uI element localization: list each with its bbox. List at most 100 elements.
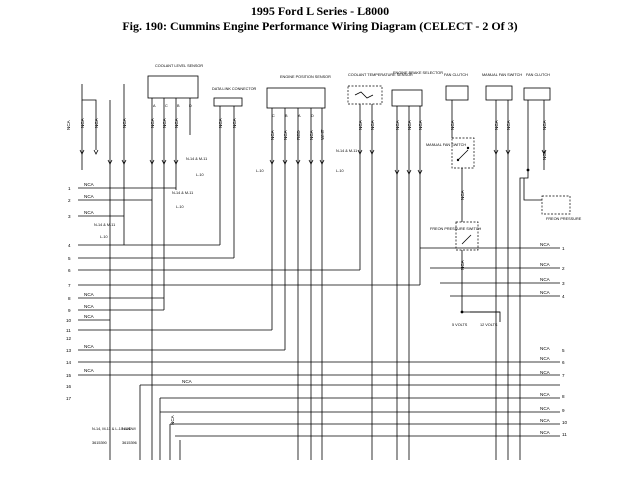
svg-text:NCA: NCA [270, 129, 275, 140]
svg-text:NCA: NCA [84, 304, 95, 309]
data-link-connector: DATA LINK CONNECTOR [212, 87, 257, 107]
svg-text:NCA: NCA [450, 119, 455, 130]
svg-text:3615396: 3615396 [122, 441, 137, 445]
svg-text:NCA: NCA [66, 119, 71, 130]
svg-text:C: C [272, 114, 275, 118]
svg-text:L-10: L-10 [100, 235, 108, 239]
svg-text:16: 16 [66, 384, 72, 389]
svg-text:FAN CLUTCH: FAN CLUTCH [526, 73, 550, 77]
svg-text:NCA: NCA [540, 430, 551, 435]
svg-text:NCA: NCA [170, 414, 175, 425]
svg-text:NCA: NCA [218, 117, 223, 128]
svg-text:A: A [153, 104, 156, 108]
svg-text:9: 9 [562, 408, 565, 413]
svg-text:6: 6 [562, 360, 565, 365]
svg-text:5: 5 [562, 348, 565, 353]
svg-text:NCA: NCA [540, 370, 551, 375]
svg-text:N-14 & M-11: N-14 & M-11 [172, 191, 193, 195]
svg-text:NCA: NCA [540, 406, 551, 411]
svg-text:N-14 & M-11: N-14 & M-11 [336, 149, 357, 153]
svg-text:NCA: NCA [94, 117, 99, 128]
svg-text:5 VOLTS: 5 VOLTS [452, 323, 468, 327]
svg-text:12: 12 [66, 336, 72, 341]
svg-text:1: 1 [68, 186, 71, 191]
svg-text:NCA: NCA [122, 117, 127, 128]
svg-text:5: 5 [68, 256, 71, 261]
svg-text:NCA: NCA [309, 129, 314, 140]
svg-text:4: 4 [68, 243, 71, 248]
svg-text:N-14 & M-11: N-14 & M-11 [186, 157, 207, 161]
svg-text:3: 3 [68, 214, 71, 219]
svg-text:DATA LINK CONNECTOR: DATA LINK CONNECTOR [212, 87, 257, 91]
svg-text:B: B [177, 104, 180, 108]
engine-position-sensor: ENGINE POSITION SENSOR C B A D [266, 75, 331, 118]
svg-text:COOLANT TEMPERATURE SENSOR: COOLANT TEMPERATURE SENSOR [348, 73, 413, 77]
svg-text:NCA: NCA [542, 119, 547, 130]
svg-text:8: 8 [562, 394, 565, 399]
svg-text:FAN CLUTCH: FAN CLUTCH [444, 73, 468, 77]
svg-text:L-10: L-10 [336, 169, 344, 173]
svg-text:NCA: NCA [494, 119, 499, 130]
svg-text:10: 10 [66, 318, 72, 323]
svg-text:NCA: NCA [84, 344, 95, 349]
svg-text:NCA: NCA [542, 149, 547, 160]
svg-text:NCA: NCA [358, 119, 363, 130]
svg-text:NCA: NCA [150, 117, 155, 128]
svg-text:NCA: NCA [540, 392, 551, 397]
svg-text:12 VOLTS: 12 VOLTS [480, 323, 498, 327]
svg-text:NCA: NCA [506, 119, 511, 130]
svg-text:4: 4 [562, 294, 565, 299]
svg-text:NCA: NCA [370, 119, 375, 130]
svg-text:NCA: NCA [84, 314, 95, 319]
svg-text:NCA: NCA [418, 119, 423, 130]
svg-text:NCA: NCA [80, 117, 85, 128]
svg-text:13: 13 [66, 348, 72, 353]
svg-text:2: 2 [562, 266, 565, 271]
svg-text:11: 11 [562, 432, 567, 437]
svg-text:NCA: NCA [84, 210, 95, 215]
svg-text:RED: RED [296, 130, 301, 140]
svg-text:N-14, M-11 & L-10 W/D: N-14, M-11 & L-10 W/D [92, 427, 132, 431]
svg-text:NCA: NCA [182, 379, 193, 384]
svg-text:15: 15 [66, 373, 72, 378]
svg-text:A: A [298, 114, 301, 118]
svg-text:NCA: NCA [540, 242, 551, 247]
svg-text:6: 6 [68, 268, 71, 273]
svg-text:ENGINE BRAKE SELECTOR: ENGINE BRAKE SELECTOR [393, 71, 443, 75]
freon-pressure-switch: FREON PRESSURE SWITCH [430, 221, 482, 251]
svg-text:10: 10 [562, 420, 568, 425]
svg-text:17: 17 [66, 396, 72, 401]
svg-text:NCA: NCA [540, 346, 551, 351]
svg-text:NCA: NCA [283, 129, 288, 140]
svg-text:11: 11 [66, 328, 71, 333]
svg-text:C: C [165, 104, 168, 108]
svg-text:N-14 & M-11: N-14 & M-11 [94, 223, 115, 227]
svg-text:N-14 W/: N-14 W/ [122, 427, 137, 431]
fan-clutch-right: FAN CLUTCH [523, 73, 551, 101]
svg-text:NCA: NCA [174, 117, 179, 128]
svg-text:NCA: NCA [407, 119, 412, 130]
svg-text:1: 1 [562, 246, 565, 251]
svg-text:WHT: WHT [320, 129, 325, 140]
coolant-level-sensor: COOLANT LEVEL SENSOR A C B D [147, 64, 203, 108]
svg-text:3: 3 [562, 281, 565, 286]
diagram-title: 1995 Ford L Series - L8000 [250, 4, 390, 18]
diagram-subtitle: Fig. 190: Cummins Engine Performance Wir… [122, 19, 518, 33]
freon-pressure: FREON PRESSURE [541, 195, 582, 221]
svg-text:L-10: L-10 [196, 173, 204, 177]
svg-text:3615390: 3615390 [92, 441, 107, 445]
svg-text:NCA: NCA [84, 368, 95, 373]
svg-text:FREON PRESSURE: FREON PRESSURE [546, 217, 582, 221]
coolant-temperature-sensor: COOLANT TEMPERATURE SENSOR [347, 73, 413, 105]
svg-text:NCA: NCA [84, 182, 95, 187]
svg-text:COOLANT LEVEL SENSOR: COOLANT LEVEL SENSOR [155, 64, 203, 68]
svg-text:14: 14 [66, 360, 72, 365]
svg-text:8: 8 [68, 296, 71, 301]
svg-text:ENGINE POSITION SENSOR: ENGINE POSITION SENSOR [280, 75, 331, 79]
svg-text:B: B [285, 114, 288, 118]
svg-text:NCA: NCA [232, 117, 237, 128]
manual-fan-switch: MANUAL FAN SWITCH [482, 73, 522, 101]
svg-text:NCA: NCA [84, 292, 95, 297]
svg-text:NCA: NCA [460, 259, 465, 270]
fan-clutch-left: FAN CLUTCH [444, 73, 469, 101]
